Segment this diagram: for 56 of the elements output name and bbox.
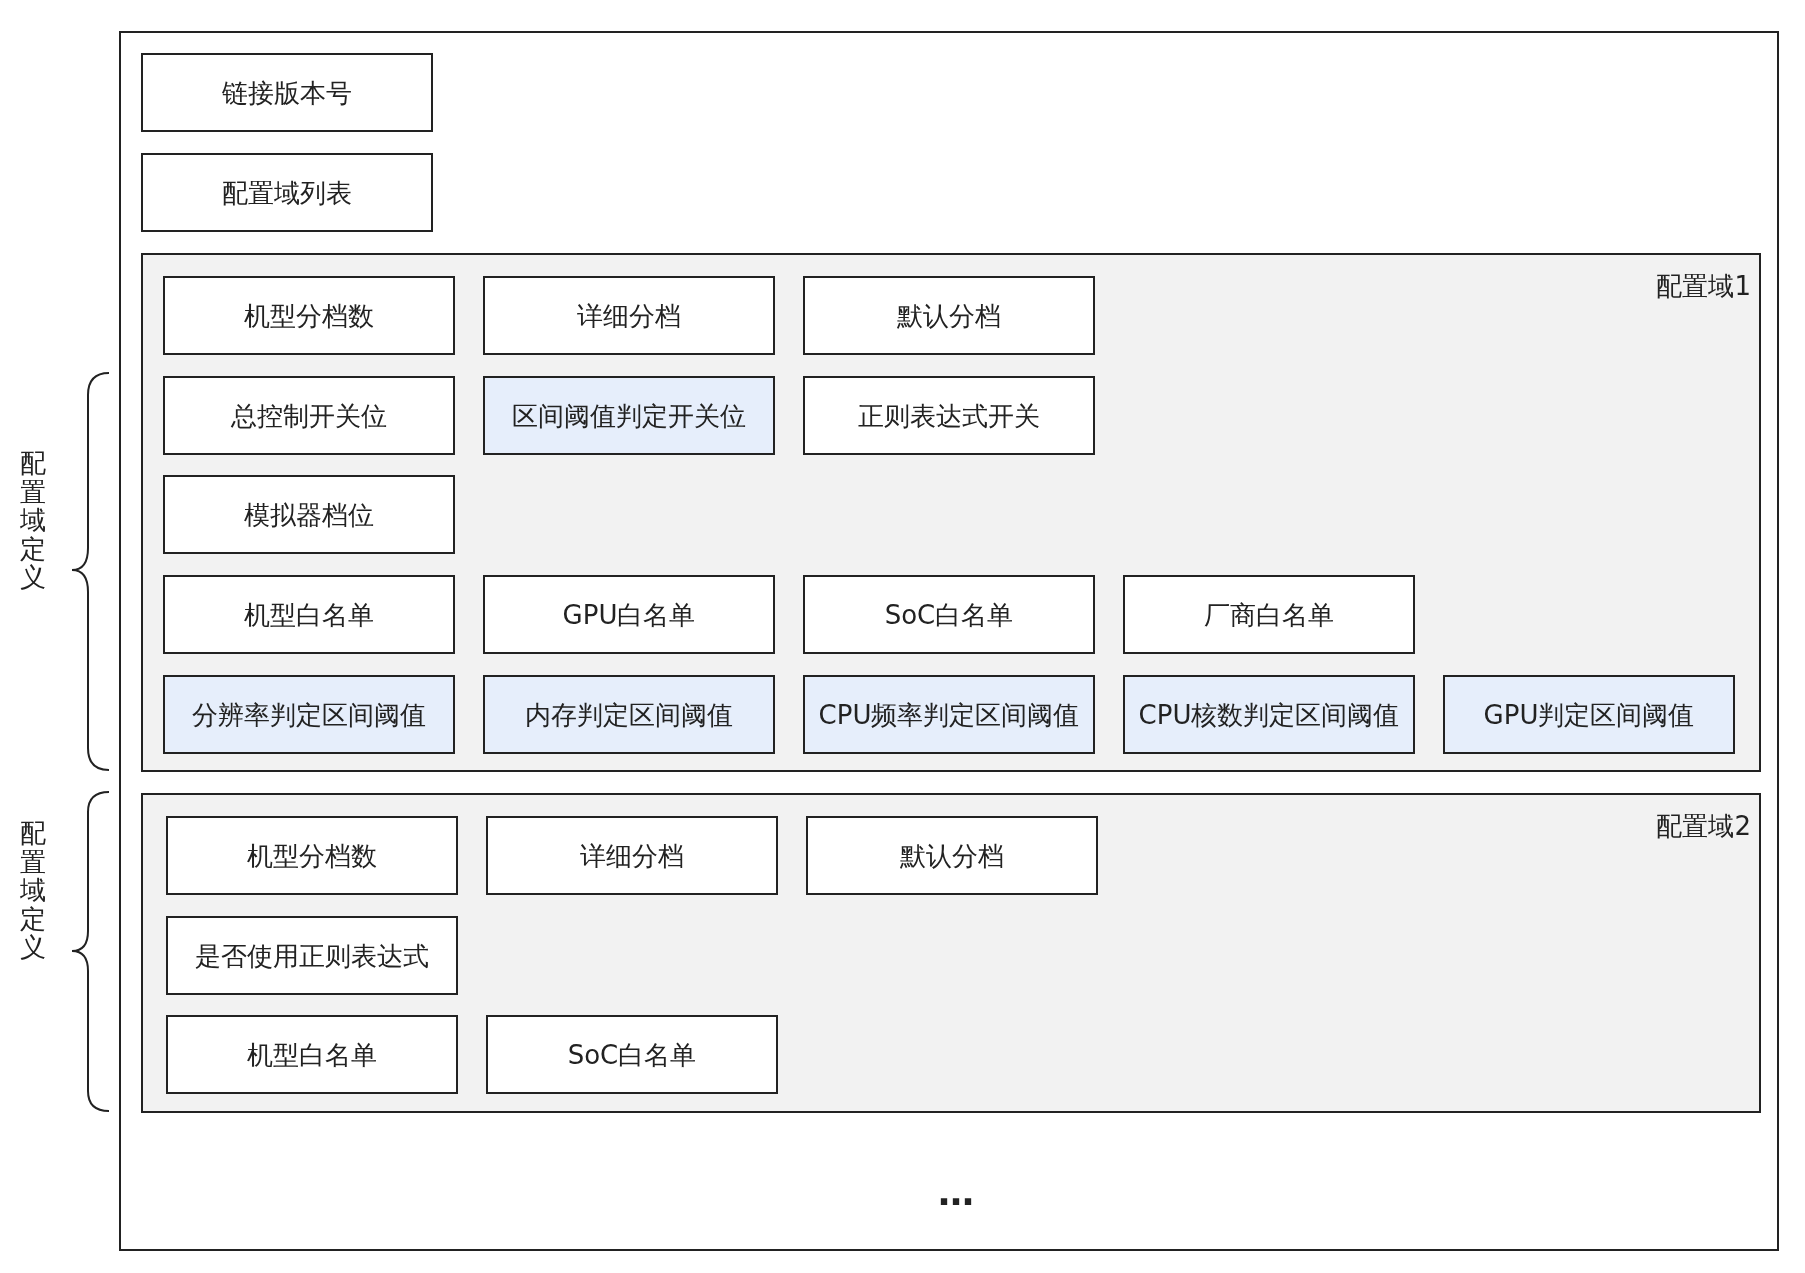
field-label: 机型白名单 bbox=[246, 1038, 378, 1071]
outer-frame bbox=[119, 31, 1779, 1251]
field-label: 机型分档数 bbox=[243, 299, 375, 332]
field-box bbox=[1123, 575, 1415, 654]
field-label: 机型分档数 bbox=[246, 839, 378, 872]
side-label: 配置域定义 bbox=[20, 818, 46, 962]
field-box bbox=[163, 675, 455, 754]
field-box bbox=[163, 276, 455, 355]
field-box bbox=[141, 153, 433, 232]
field-label: 默认分档 bbox=[899, 839, 1005, 872]
field-label: 详细分档 bbox=[576, 299, 682, 332]
field-box bbox=[803, 376, 1095, 455]
field-box bbox=[163, 575, 455, 654]
field-box bbox=[483, 675, 775, 754]
field-box bbox=[483, 276, 775, 355]
field-label: 默认分档 bbox=[896, 299, 1002, 332]
field-label: 配置域列表 bbox=[221, 176, 353, 209]
field-box bbox=[803, 675, 1095, 754]
field-label: 总控制开关位 bbox=[230, 399, 388, 432]
field-label: 机型白名单 bbox=[243, 598, 375, 631]
field-label: GPU白名单 bbox=[561, 598, 697, 631]
field-box bbox=[163, 376, 455, 455]
field-box bbox=[163, 475, 455, 554]
field-box bbox=[141, 53, 433, 132]
field-box bbox=[803, 575, 1095, 654]
field-box bbox=[806, 816, 1098, 895]
field-box bbox=[486, 1015, 778, 1094]
field-label: SoC白名单 bbox=[883, 598, 1015, 631]
field-box bbox=[1443, 675, 1735, 754]
field-box bbox=[166, 1015, 458, 1094]
config-domain-panel bbox=[141, 253, 1761, 772]
field-label: CPU频率判定区间阈值 bbox=[817, 698, 1081, 731]
config-domain-panel bbox=[141, 793, 1761, 1113]
panel-title: 配置域1 bbox=[1656, 270, 1751, 303]
field-box bbox=[166, 916, 458, 995]
field-label: 是否使用正则表达式 bbox=[194, 939, 430, 972]
field-box bbox=[166, 816, 458, 895]
field-box bbox=[803, 276, 1095, 355]
field-box bbox=[486, 816, 778, 895]
field-label: 厂商白名单 bbox=[1203, 598, 1335, 631]
field-box bbox=[483, 376, 775, 455]
field-label: 分辨率判定区间阈值 bbox=[191, 698, 427, 731]
side-label: 配置域定义 bbox=[20, 448, 46, 592]
field-box bbox=[483, 575, 775, 654]
field-label: 正则表达式开关 bbox=[857, 399, 1041, 432]
field-label: 区间阈值判定开关位 bbox=[511, 399, 747, 432]
field-label: 内存判定区间阈值 bbox=[524, 698, 734, 731]
field-label: SoC白名单 bbox=[566, 1038, 698, 1071]
field-label: GPU判定区间阈值 bbox=[1482, 698, 1696, 731]
field-label: 模拟器档位 bbox=[243, 498, 375, 531]
ellipsis-label: … bbox=[938, 1172, 974, 1213]
panel-title: 配置域2 bbox=[1656, 810, 1751, 843]
field-label: CPU核数判定区间阈值 bbox=[1137, 698, 1401, 731]
field-box bbox=[1123, 675, 1415, 754]
field-label: 详细分档 bbox=[579, 839, 685, 872]
field-label: 链接版本号 bbox=[221, 76, 353, 109]
